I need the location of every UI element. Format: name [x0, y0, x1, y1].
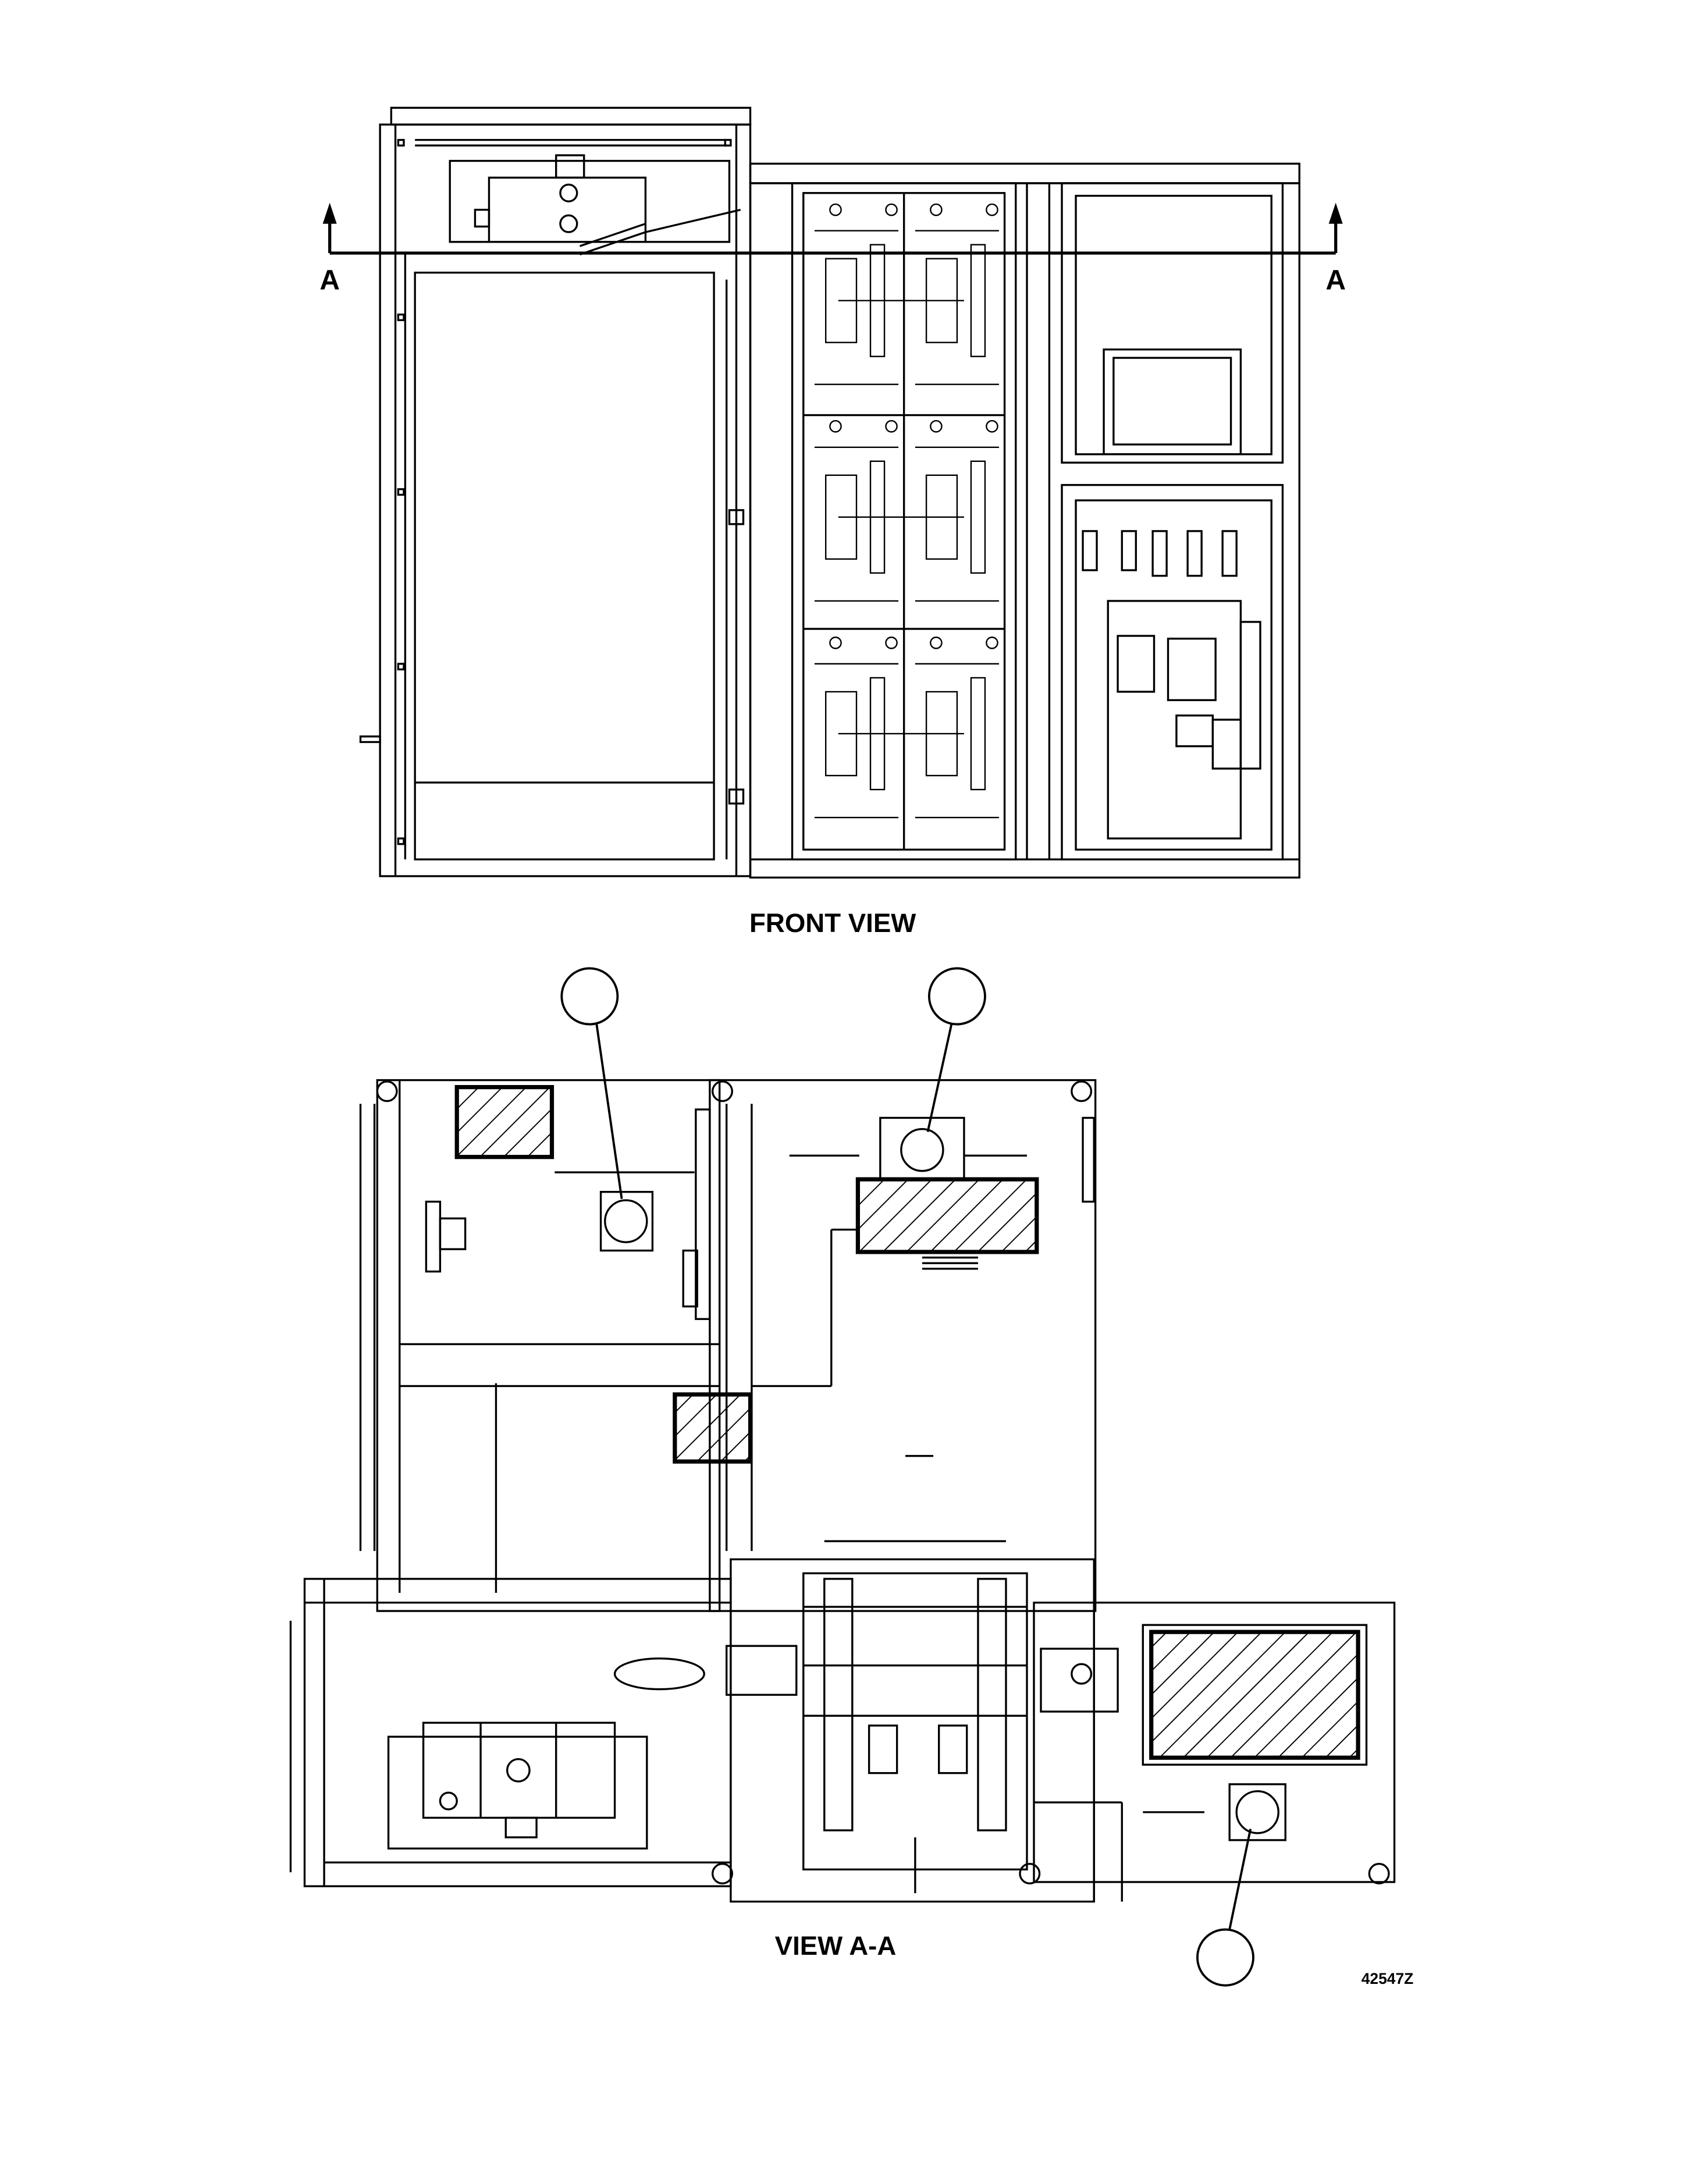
callout-balloons	[560, 967, 1254, 1987]
module-detail	[829, 203, 842, 216]
left-cabinet	[359, 106, 752, 877]
module-detail	[930, 419, 943, 433]
module-detail	[885, 203, 898, 216]
module-detail	[829, 419, 842, 433]
module-detail	[930, 203, 943, 216]
right-cabinet	[749, 162, 1300, 879]
module-detail	[885, 636, 898, 649]
section-line-a-a	[322, 202, 1343, 255]
callout-balloon-1	[560, 967, 619, 1026]
lower-right-compartment	[1033, 1602, 1396, 1902]
center-module-bay	[711, 1540, 1095, 1903]
module-detail	[829, 636, 842, 649]
callout-balloon-3	[1196, 1928, 1254, 1987]
front-view-title: FRONT VIEW	[749, 908, 916, 938]
module-detail	[986, 419, 998, 433]
module-detail	[930, 636, 943, 649]
section-view-title: VIEW A-A	[775, 1931, 897, 1961]
section-view	[289, 1079, 1396, 1903]
callout-balloon-2	[927, 967, 986, 1026]
module-detail	[986, 636, 998, 649]
section-marker-left: A	[319, 265, 340, 296]
power-modules	[814, 203, 999, 819]
module-detail	[970, 244, 986, 357]
module-detail	[970, 460, 986, 574]
module-detail	[986, 203, 998, 216]
lower-left-compartment	[289, 1578, 798, 1887]
upper-right-compartment	[673, 1079, 1097, 1612]
upper-left-compartment	[359, 1079, 721, 1612]
drawing-number: 42547Z	[1362, 1970, 1414, 1987]
front-view	[322, 106, 1343, 879]
module-detail	[885, 419, 898, 433]
section-marker-right: A	[1325, 265, 1346, 296]
module-detail	[970, 677, 986, 791]
